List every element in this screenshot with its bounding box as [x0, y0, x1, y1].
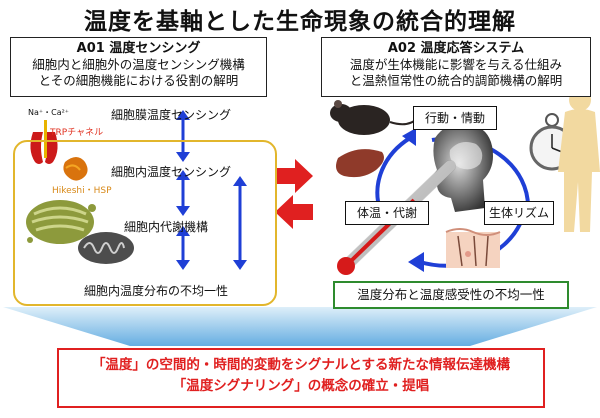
- a01-heading: A01 温度センシング: [76, 41, 201, 56]
- a02-heading: A02 温度応答システム: [387, 41, 525, 56]
- membrane-sensing-label: 細胞膜温度センシング: [111, 108, 232, 122]
- red-arrow-right: [275, 159, 313, 193]
- a01-line2: とその細胞機能における役割の解明: [38, 73, 239, 88]
- blue-arrows-left: [176, 110, 247, 270]
- golgi-icon: [26, 200, 96, 244]
- hikeshi-protein-icon: [63, 157, 88, 181]
- a02-panel: A02 温度応答システム 温度が生体機能に影響を与える仕組み と温熱恒常性の統合…: [321, 37, 591, 97]
- conclusion-line2: 「温度シグナリング」の概念の確立・提唱: [172, 378, 430, 394]
- a01-line1: 細胞内と細胞外の温度センシング機構: [32, 57, 245, 72]
- convergence-funnel: [3, 307, 597, 346]
- biological-rhythm-box: 生体リズム: [484, 201, 554, 225]
- conclusion-box: 「温度」の空間的・時間的変動をシグナルとする新たな情報伝達機構 「温度シグナリン…: [57, 348, 545, 408]
- human-silhouette-icon: [558, 89, 600, 232]
- liver-icon: [336, 149, 384, 178]
- a02-line2: と温熱恒常性の統合的調節機構の解明: [349, 73, 563, 88]
- hikeshi-label: Hikeshi・HSP: [52, 186, 112, 196]
- ion-label: Na⁺・Ca²⁺: [28, 108, 70, 117]
- red-arrow-left: [275, 195, 313, 229]
- mitochondria-icon: [78, 232, 134, 264]
- page-title: 温度を基軸とした生命現象の統合的理解: [84, 9, 516, 35]
- distribution-sensitivity-box: 温度分布と温度感受性の不均一性: [333, 281, 569, 309]
- trp-channel-label: TRPチャネル: [50, 128, 104, 138]
- conclusion-line1: 「温度」の空間的・時間的変動をシグナルとする新たな情報伝達機構: [91, 357, 511, 373]
- intracellular-sensing-label: 細胞内温度センシング: [111, 165, 232, 179]
- temperature-heterogeneity-label: 細胞内温度分布の不均一性: [84, 284, 229, 298]
- mouse-icon: [330, 100, 419, 135]
- behavior-emotion-box: 行動・情動: [413, 106, 497, 130]
- intracellular-metabolism-label: 細胞内代謝機構: [124, 220, 209, 234]
- a01-panel: A01 温度センシング 細胞内と細胞外の温度センシング機構 とその細胞機能におけ…: [10, 37, 267, 97]
- cell-outline: [13, 140, 277, 306]
- a02-line1: 温度が生体機能に影響を与える仕組み: [349, 57, 563, 72]
- skin-section-icon: [445, 228, 501, 268]
- brain-head-icon: [431, 123, 493, 212]
- body-temperature-box: 体温・代謝: [345, 201, 429, 225]
